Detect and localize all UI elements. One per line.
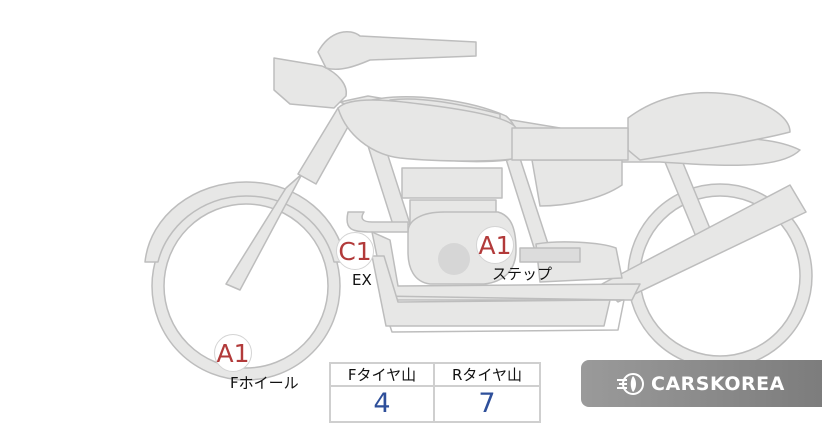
step-marker[interactable]: A1 — [476, 226, 514, 264]
rear-tread-value: 7 — [478, 388, 496, 419]
front-fork — [225, 173, 303, 291]
brand-name: CARSKOREA — [651, 372, 785, 395]
step-label: ステップ — [492, 265, 553, 283]
tank-body — [337, 99, 519, 162]
footstep — [519, 247, 581, 263]
front-wheel-label: Fホイール — [230, 374, 299, 392]
exhaust-marker-code: C1 — [338, 236, 372, 266]
tread-table: Fタイヤ山 Rタイヤ山 4 7 — [329, 362, 541, 423]
side-cover — [531, 159, 623, 207]
front-tread-value: 4 — [331, 387, 435, 421]
exhaust-lower — [371, 255, 611, 327]
front-wheel — [144, 181, 347, 381]
exhaust-marker[interactable]: C1 — [336, 232, 374, 270]
seat — [627, 91, 791, 161]
flame-logo-icon — [617, 372, 644, 395]
exhaust-upper — [346, 211, 409, 233]
tail-block — [511, 127, 629, 161]
handlebar — [317, 30, 477, 71]
front-wheel-marker-code: A1 — [216, 338, 250, 368]
exhaust-label: EX — [352, 271, 372, 289]
step-marker-code: A1 — [478, 230, 512, 260]
rear-tread-header: Rタイヤ山 — [435, 364, 539, 387]
brand-badge: CARSKOREA — [581, 360, 822, 407]
front-wheel-marker[interactable]: A1 — [214, 334, 252, 372]
front-tread-header: Fタイヤ山 — [331, 364, 435, 387]
